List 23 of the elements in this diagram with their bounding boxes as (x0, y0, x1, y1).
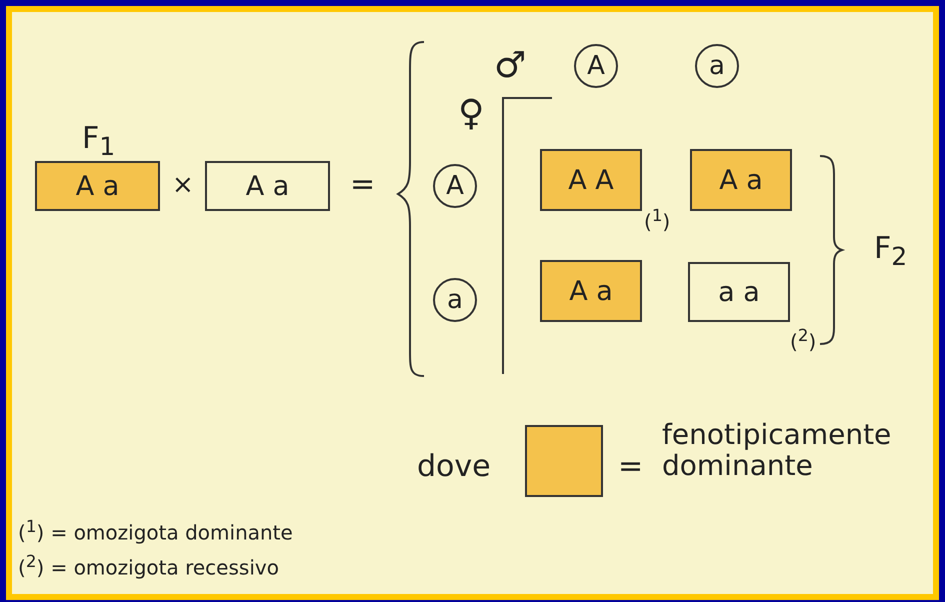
times-sign: × (172, 172, 194, 198)
genotype-box: a a (688, 262, 790, 322)
footnote-mark: ($^{2}$) (790, 328, 816, 352)
allele-circle: A (433, 164, 477, 208)
allele-circle: a (695, 44, 739, 88)
equals-sign: = (350, 170, 376, 200)
equals-sign: = (618, 452, 644, 482)
genotype-box: A a (690, 149, 792, 211)
allele-circle: A (574, 44, 618, 88)
female-symbol: ♀ (458, 96, 484, 132)
generation-label: F$_{1}$ (82, 124, 116, 159)
key-word: dove (417, 452, 491, 482)
footnote-mark: ($^{1}$) (644, 208, 670, 232)
generation-label: F$_{2}$ (874, 234, 908, 269)
allele-circle: a (433, 278, 477, 322)
genotype-box: A a (205, 161, 330, 211)
male-symbol: ♂ (494, 48, 526, 84)
genotype-box: A a (540, 260, 642, 322)
footnote-text: ($^{2}$) = omozigota recessivo (18, 554, 279, 578)
genotype-box: A A (540, 149, 642, 211)
footnote-text: ($^{1}$) = omozigota dominante (18, 519, 293, 543)
legend-label: fenotipicamente dominante (662, 420, 892, 482)
genotype-box: A a (35, 161, 160, 211)
